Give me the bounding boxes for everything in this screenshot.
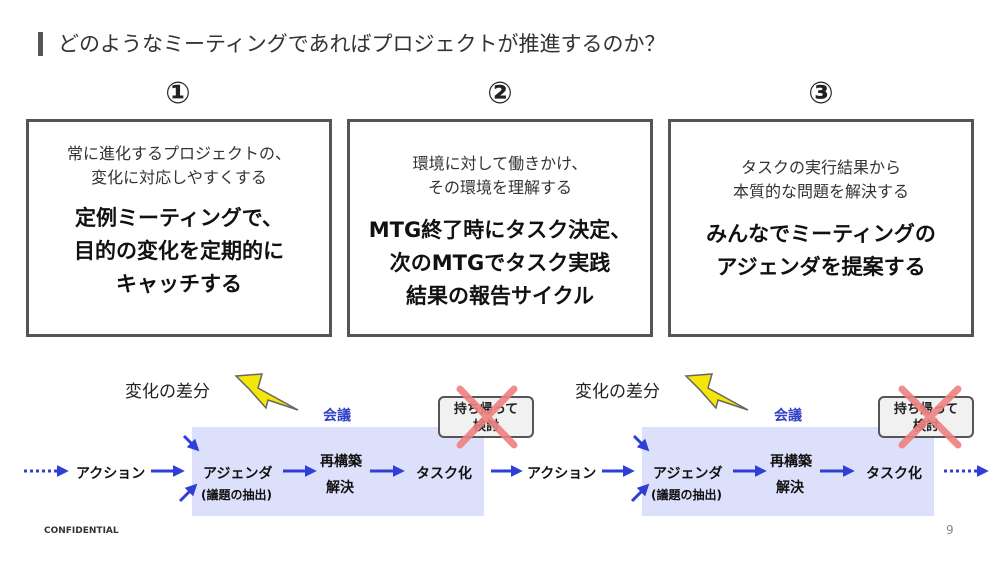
card-3-headline: みんなでミーティングの アジェンダを提案する: [706, 222, 936, 279]
column-number-1: ①: [165, 76, 191, 111]
card-1: 常に進化するプロジェクトの、 変化に対応しやすくする 定例ミーティングで、 目的…: [26, 119, 332, 337]
card-3: タスクの実行結果から 本質的な問題を解決する みんなでミーティングの アジェンダ…: [668, 119, 974, 337]
diff-label-1: 変化の差分: [125, 382, 210, 402]
arrow-diag-bottom-1: [178, 483, 198, 503]
arrow-diag-top-2: [632, 434, 650, 452]
confidential-label: CONFIDENTIAL: [44, 526, 119, 536]
flow-action-2: アクション: [527, 466, 597, 482]
title-accent-bar: [38, 32, 43, 56]
diff-label-2: 変化の差分: [575, 382, 660, 402]
flow-agenda-2: アジェンダ: [653, 466, 723, 482]
card-2-subtitle: 環境に対して働きかけ、 その環境を理解する: [412, 154, 588, 197]
flow-rebuild-2: 再構築: [770, 454, 812, 470]
flow-agenda-note-2: (議題の抽出): [651, 488, 722, 502]
flow-solve-2: 解決: [776, 480, 804, 496]
flow-task-1: タスク化: [416, 466, 472, 482]
arrow-diag-top-1: [182, 434, 200, 452]
page-number: 9: [946, 523, 954, 537]
card-1-subtitle: 常に進化するプロジェクトの、 変化に対応しやすくする: [66, 144, 291, 187]
column-number-3: ③: [808, 76, 834, 111]
cross-icon-1: [456, 385, 518, 449]
meeting-area-1: [192, 427, 484, 516]
flow-rebuild-1: 再構築: [320, 454, 362, 470]
cross-icon-2: [898, 385, 962, 449]
meeting-area-2: [642, 427, 934, 516]
card-1-headline: 定例ミーティングで、 目的の変化を定期的に キャッチする: [74, 206, 284, 296]
flow-task-2: タスク化: [866, 466, 922, 482]
lightning-icon-1: [234, 373, 299, 411]
card-2-headline: MTG終了時にタスク決定、 次のMTGでタスク実践 結果の報告サイクル: [368, 218, 632, 308]
flow-agenda-note-1: (議題の抽出): [201, 488, 272, 502]
arrow-diag-bottom-2: [630, 483, 650, 503]
page-title: どのようなミーティングであればプロジェクトが推進するのか？: [58, 32, 666, 56]
meeting-label-1: 会議: [323, 408, 351, 424]
flow-action-1: アクション: [76, 466, 146, 482]
flow-agenda-1: アジェンダ: [203, 466, 273, 482]
column-number-2: ②: [487, 76, 513, 111]
meeting-label-2: 会議: [774, 408, 802, 424]
lightning-icon-2: [684, 373, 749, 411]
flow-solve-1: 解決: [326, 480, 354, 496]
card-2: 環境に対して働きかけ、 その環境を理解する MTG終了時にタスク決定、 次のMT…: [347, 119, 653, 337]
card-3-subtitle: タスクの実行結果から 本質的な問題を解決する: [732, 158, 909, 201]
